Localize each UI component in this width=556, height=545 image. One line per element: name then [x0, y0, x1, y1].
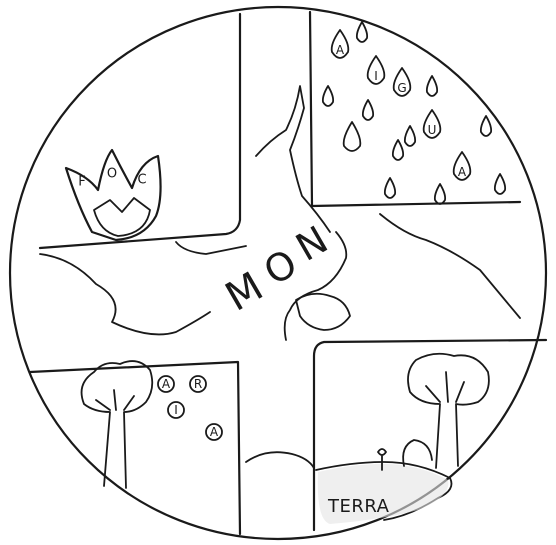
fire-flame-outline	[66, 150, 161, 240]
svg-text:A: A	[336, 43, 345, 57]
world-shape-top	[256, 86, 330, 232]
fire-quadrant-border	[40, 14, 240, 248]
air-quadrant-border	[30, 362, 240, 534]
earth-bush	[403, 440, 432, 466]
air-tree-branches	[96, 390, 134, 410]
svg-text:A: A	[210, 425, 219, 439]
world-shape-left	[40, 254, 210, 334]
water-drop	[385, 178, 395, 198]
water-drop	[363, 100, 373, 120]
fire-letter-f: F	[78, 175, 85, 190]
water-drop	[427, 76, 437, 96]
svg-text:G: G	[397, 81, 406, 95]
svg-text:A: A	[458, 165, 467, 179]
air-tree	[82, 361, 153, 488]
svg-text:A: A	[162, 377, 171, 391]
air-letter-a: A	[158, 376, 174, 392]
water-drop	[393, 140, 403, 160]
water-drop-lettered: A	[332, 30, 349, 58]
water-drop-lettered: A	[454, 152, 471, 180]
air-letter-a-2: A	[206, 424, 222, 440]
earth-tree-branches	[426, 372, 464, 402]
water-drop	[357, 22, 367, 42]
water-drop	[323, 86, 333, 106]
water-drop-shaded	[344, 122, 361, 151]
fire-letter-c: C	[137, 173, 146, 188]
fire-inner-flame	[94, 198, 150, 236]
fire-letter-o: O	[107, 167, 117, 182]
world-shape-bottom	[246, 452, 314, 468]
svg-text:I: I	[374, 69, 378, 83]
water-drop	[435, 184, 445, 204]
svg-text:R: R	[194, 377, 202, 391]
svg-text:U: U	[428, 123, 437, 137]
water-drop-lettered: G	[394, 68, 411, 96]
world-shape-cloud	[296, 294, 350, 330]
world-shape-left-top	[176, 242, 246, 254]
air-letter-r: R	[190, 376, 206, 392]
air-letter-i: I	[168, 402, 184, 418]
earth-label: TERRA	[327, 496, 390, 517]
world-shape-right	[380, 214, 520, 318]
center-letter-m: M	[218, 264, 271, 321]
center-letter-n: N	[289, 217, 336, 269]
water-drop-lettered: I	[368, 56, 385, 84]
water-drop-lettered: U	[424, 110, 441, 138]
water-drop	[405, 126, 415, 146]
water-drop	[495, 174, 505, 194]
svg-text:I: I	[174, 403, 178, 417]
water-drop	[481, 116, 491, 136]
